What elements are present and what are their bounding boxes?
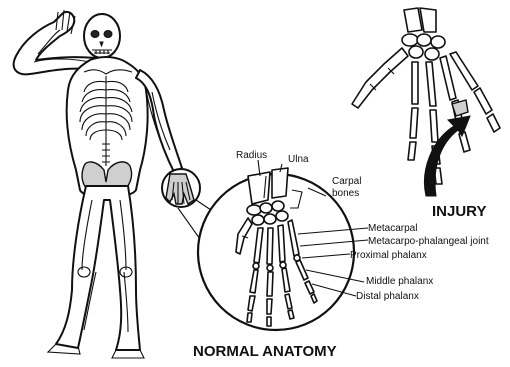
carpal-bones xyxy=(247,201,288,225)
full-body-figure xyxy=(14,10,182,358)
label-ulna: Ulna xyxy=(288,154,309,165)
label-distal-phalanx: Distal phalanx xyxy=(356,291,419,302)
label-metacarpal: Metacarpal xyxy=(368,223,417,234)
skull xyxy=(84,14,120,58)
caption-injury: INJURY xyxy=(432,203,486,220)
label-bones: bones xyxy=(332,188,359,199)
ulna-bone xyxy=(272,168,288,198)
injured-hand xyxy=(352,8,500,196)
label-middle-phalanx: Middle phalanx xyxy=(366,276,433,287)
label-proximal-phalanx: Proximal phalanx xyxy=(350,250,427,261)
label-radius: Radius xyxy=(236,150,267,161)
label-carpal: Carpal xyxy=(332,176,361,187)
small-hand-highlight xyxy=(162,169,200,207)
radius-bone xyxy=(248,172,270,204)
label-mcp-joint: Metacarpo-phalangeal joint xyxy=(368,236,489,247)
caption-normal-anatomy: NORMAL ANATOMY xyxy=(193,343,337,360)
